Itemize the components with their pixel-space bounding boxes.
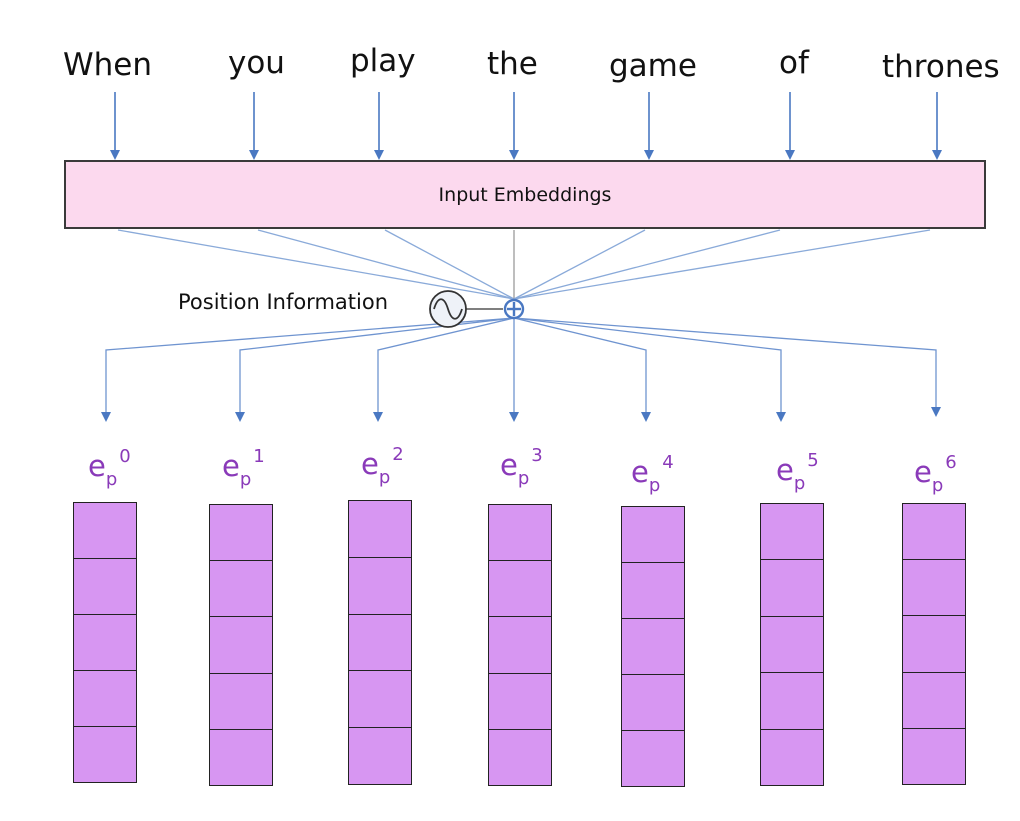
- vector-cell: [74, 503, 136, 559]
- input-embeddings-box: Input Embeddings: [64, 160, 986, 229]
- positional-vector-1: [209, 504, 273, 786]
- vector-cell: [622, 731, 684, 786]
- embedding-merge-lines: [117, 229, 931, 300]
- vector-cell: [210, 505, 272, 562]
- vector-cell: [489, 505, 551, 562]
- vector-label-5: ep5: [776, 450, 819, 494]
- vector-cell: [761, 729, 823, 786]
- positional-vector-3: [488, 504, 552, 786]
- vector-cell: [903, 504, 965, 561]
- output-arrow-6: [513, 317, 941, 417]
- vector-cell: [349, 671, 411, 729]
- input-word-game: game: [609, 48, 697, 84]
- vector-label-2: ep2: [361, 444, 404, 488]
- vector-cell: [622, 619, 684, 675]
- input-word-thrones: thrones: [882, 49, 1000, 85]
- vector-cell: [489, 729, 551, 786]
- output-arrow-5: [513, 317, 786, 422]
- vector-label-1: ep1: [222, 446, 265, 490]
- output-arrow-2: [373, 317, 515, 422]
- vector-cell: [903, 616, 965, 673]
- vector-cell: [761, 504, 823, 561]
- output-arrow-1: [235, 317, 515, 422]
- input-word-of: of: [779, 45, 809, 81]
- positional-vector-4: [621, 506, 685, 787]
- vector-label-0: ep0: [88, 446, 131, 490]
- position-information-label: Position Information: [178, 290, 388, 314]
- plus-circle-icon: [503, 298, 525, 320]
- vector-label-4: ep4: [631, 452, 674, 496]
- vector-cell: [349, 501, 411, 558]
- vector-cell: [210, 561, 272, 618]
- positional-vector-5: [760, 503, 824, 786]
- vector-cell: [903, 728, 965, 785]
- vector-label-6: ep6: [914, 452, 957, 496]
- vector-cell: [761, 616, 823, 674]
- vector-cell: [622, 675, 684, 731]
- input-word-play: play: [350, 43, 416, 79]
- vector-cell: [349, 728, 411, 784]
- positional-vector-2: [348, 500, 412, 785]
- word-arrows: [110, 92, 942, 160]
- vector-cell: [74, 727, 136, 782]
- vector-cell: [74, 615, 136, 671]
- positional-vector-0: [73, 502, 137, 783]
- vector-cell: [74, 671, 136, 727]
- vector-cell: [489, 617, 551, 674]
- sine-wave-icon: [429, 290, 467, 328]
- vector-cell: [761, 560, 823, 617]
- vector-cell: [210, 729, 272, 786]
- output-arrow-0: [101, 317, 515, 422]
- vector-cell: [903, 672, 965, 729]
- vector-cell: [622, 563, 684, 619]
- vector-cell: [349, 614, 411, 672]
- input-embeddings-label: Input Embeddings: [438, 183, 612, 206]
- input-word-the: the: [487, 46, 538, 82]
- positional-vector-6: [902, 503, 966, 785]
- vector-cell: [903, 560, 965, 617]
- vector-cell: [349, 557, 411, 615]
- vector-cell: [74, 559, 136, 615]
- vector-cell: [622, 507, 684, 563]
- vector-cell: [761, 673, 823, 730]
- input-word-when: When: [63, 47, 153, 83]
- output-arrow-4: [513, 317, 651, 422]
- vector-cell: [489, 561, 551, 618]
- output-arrows: [101, 317, 941, 422]
- vector-cell: [210, 617, 272, 674]
- input-word-you: you: [228, 45, 285, 81]
- vector-label-3: ep3: [500, 445, 543, 489]
- vector-cell: [210, 673, 272, 730]
- vector-cell: [489, 673, 551, 730]
